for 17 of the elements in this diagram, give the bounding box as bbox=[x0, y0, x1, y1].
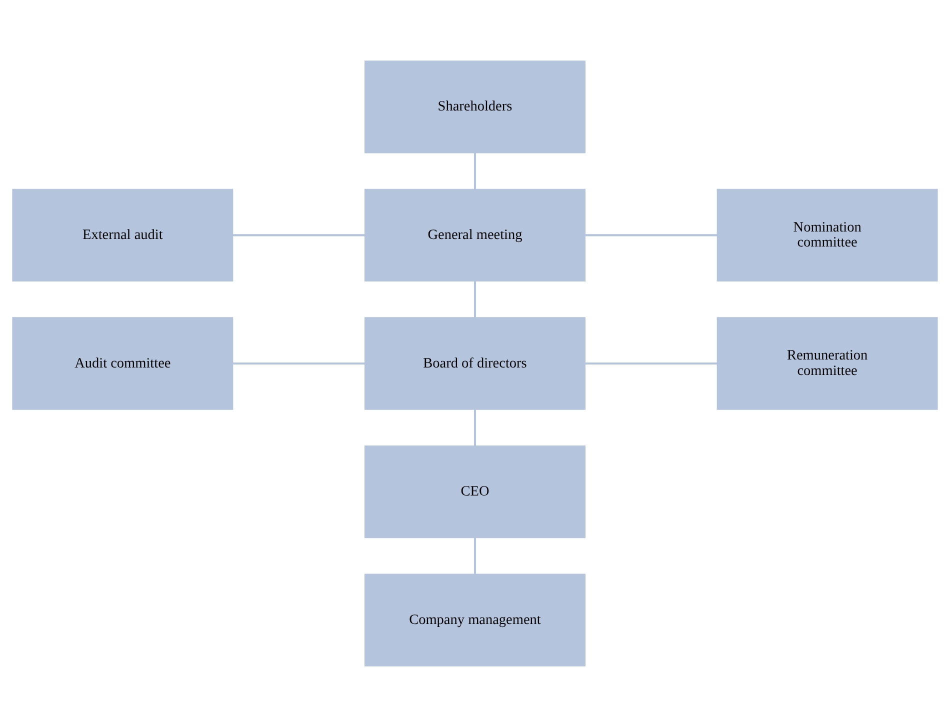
node-box: External audit bbox=[12, 188, 234, 282]
connector bbox=[474, 280, 476, 317]
connector bbox=[585, 234, 718, 236]
connector bbox=[585, 362, 718, 364]
node-box: Board of directors bbox=[364, 316, 586, 410]
node-box: Nomination committee bbox=[716, 188, 938, 282]
connector bbox=[474, 152, 476, 189]
connector bbox=[474, 408, 476, 446]
node-box: Shareholders bbox=[364, 60, 586, 153]
node-box: CEO bbox=[364, 444, 586, 538]
node-box: Audit committee bbox=[12, 316, 234, 410]
node-box: Remuneration committee bbox=[716, 316, 938, 410]
node-box: Company management bbox=[364, 573, 586, 666]
node-box: General meeting bbox=[364, 188, 586, 282]
connector bbox=[232, 362, 365, 364]
connector bbox=[232, 234, 365, 236]
connector bbox=[474, 537, 476, 574]
